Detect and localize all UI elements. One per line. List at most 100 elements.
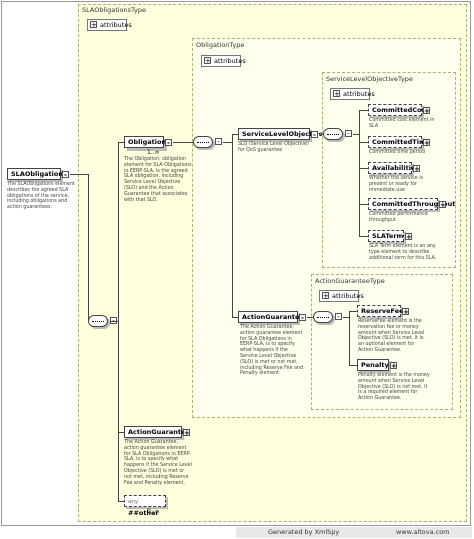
- connector-line: [118, 432, 124, 433]
- expand-plus-icon[interactable]: +: [439, 201, 446, 209]
- slo-name: ServiceLevelObjective: [242, 130, 324, 138]
- availabilities-element[interactable]: Availabilities +: [368, 162, 420, 174]
- sla-term-name: SLATerm: [372, 232, 404, 240]
- connector-line: [359, 204, 368, 205]
- connector-line: [232, 317, 238, 318]
- connector-line: [88, 174, 89, 322]
- connector-line: [349, 311, 350, 365]
- collapse-minus-icon[interactable]: -: [62, 171, 69, 179]
- reserve-fee-description: ReserveFee element is the reservation fe…: [358, 319, 425, 353]
- slo-description: SLO (Service Level Objective) for QoS gu…: [238, 142, 309, 153]
- sla-obligations-name: SLAObligations: [11, 170, 67, 178]
- connector-line: [353, 134, 359, 135]
- penalty-name: Penalty: [361, 361, 389, 369]
- sla-obligations-description: The SLAObligations element describes the…: [7, 182, 75, 211]
- availabilities-name: Availabilities: [372, 164, 420, 172]
- slo-type-attributes[interactable]: + attributes: [330, 88, 375, 100]
- action-guarantee-inner-description: The Action Guarantee, action guarantee e…: [240, 325, 304, 377]
- action-guarantee-inner-element[interactable]: ActionGuarantee -: [238, 311, 306, 323]
- committed-cost-description: Committed cost element in SLA: [369, 118, 435, 129]
- obligation-type-attributes[interactable]: + attributes: [201, 55, 246, 67]
- attributes-label: attributes: [100, 21, 132, 29]
- expand-plus-icon[interactable]: +: [322, 292, 329, 300]
- connector-line: [232, 134, 238, 135]
- expand-plus-icon[interactable]: +: [423, 107, 430, 115]
- sequence-compositor[interactable]: [88, 315, 108, 327]
- collapse-minus-icon[interactable]: -: [215, 138, 222, 146]
- connector-line: [343, 317, 349, 318]
- site-link[interactable]: www.altova.com: [396, 528, 450, 536]
- connector-line: [118, 501, 124, 502]
- committed-time-element[interactable]: CommittedTime +: [368, 136, 430, 148]
- connector-line: [70, 174, 88, 175]
- sequence-compositor[interactable]: [323, 128, 343, 140]
- connector-line: [118, 142, 119, 502]
- service-level-objective-element[interactable]: ServiceLevelObjective -: [238, 128, 323, 140]
- action-guarantee-outer-element[interactable]: ActionGuarantee +: [124, 426, 190, 438]
- sla-obligations-type-label: SLAObligationsType: [82, 6, 146, 14]
- connector-line: [223, 142, 232, 143]
- attributes-label: attributes: [332, 292, 364, 300]
- collapse-minus-icon[interactable]: -: [311, 131, 318, 139]
- penalty-description: Penalty element is the money amount when…: [358, 373, 430, 402]
- action-guarantee-outer-description: The Action Guarantee, action guarantee e…: [124, 440, 192, 486]
- expand-plus-icon[interactable]: +: [402, 308, 409, 316]
- committed-time-name: CommittedTime: [372, 138, 431, 146]
- action-guarantee-outer-name: ActionGuarantee: [128, 428, 190, 436]
- sla-term-element[interactable]: SLATerm +: [368, 230, 412, 242]
- obligation-type-label: ObligationType: [196, 41, 245, 49]
- generated-by-label: Generated by XmlSpy: [268, 528, 340, 536]
- action-guarantee-inner-name: ActionGuarantee: [242, 313, 304, 321]
- availabilities-description: Whether the service is present or ready …: [369, 176, 424, 193]
- sequence-compositor[interactable]: [193, 136, 213, 148]
- collapse-minus-icon[interactable]: -: [299, 314, 306, 322]
- obligation-multiplicity: 1..∞: [147, 149, 160, 156]
- collapse-minus-icon[interactable]: -: [335, 313, 342, 321]
- connector-line: [232, 134, 233, 318]
- footer-bar: [236, 527, 472, 538]
- sequence-compositor[interactable]: [313, 311, 333, 323]
- action-guarantee-type-attributes[interactable]: + attributes: [319, 290, 364, 302]
- connector-line: [359, 110, 360, 236]
- committed-cost-element[interactable]: CommittedCost +: [368, 104, 430, 116]
- attributes-label: attributes: [214, 57, 246, 65]
- connector-line: [307, 317, 313, 318]
- any-other-element[interactable]: any ##other: [124, 495, 166, 517]
- expand-plus-icon[interactable]: +: [423, 139, 430, 147]
- connector-line: [359, 168, 368, 169]
- expand-plus-icon[interactable]: +: [183, 429, 190, 437]
- obligation-name: Obligation: [128, 138, 167, 146]
- expand-plus-icon[interactable]: +: [90, 21, 97, 29]
- connector-line: [359, 236, 368, 237]
- committed-cost-name: CommittedCost: [372, 106, 429, 114]
- expand-plus-icon[interactable]: +: [333, 90, 340, 98]
- connector-line: [359, 110, 368, 111]
- expand-plus-icon[interactable]: +: [204, 57, 211, 65]
- connector-line: [319, 134, 323, 135]
- obligation-description: The Obligation, obligation element for S…: [124, 157, 192, 203]
- reserve-fee-name: ReserveFee: [361, 307, 404, 315]
- connector-line: [359, 142, 368, 143]
- any-prefix: any: [128, 499, 139, 505]
- collapse-minus-icon[interactable]: -: [345, 130, 352, 138]
- obligation-element[interactable]: Obligation -: [124, 136, 172, 148]
- reserve-fee-element[interactable]: ReserveFee +: [357, 305, 409, 317]
- penalty-element[interactable]: Penalty +: [357, 359, 397, 371]
- sla-term-description: SLA Term element is an any type element …: [369, 244, 437, 261]
- connector-line: [173, 142, 193, 143]
- connector-line: [118, 142, 124, 143]
- connector-line: [110, 321, 119, 322]
- connector-line: [349, 365, 357, 366]
- expand-plus-icon[interactable]: +: [390, 362, 397, 370]
- collapse-minus-icon[interactable]: -: [165, 139, 172, 147]
- sla-obligations-type-attributes[interactable]: + attributes: [87, 19, 132, 31]
- expand-plus-icon[interactable]: +: [413, 165, 420, 173]
- committed-throughput-element[interactable]: CommittedThroughput +: [368, 198, 455, 210]
- action-guarantee-type-label: ActionGuaranteeType: [315, 277, 385, 285]
- expand-plus-icon[interactable]: +: [405, 233, 412, 241]
- committed-time-description: Committed time period: [369, 150, 425, 155]
- slo-type-label: ServiceLevelObjectiveType: [326, 75, 413, 83]
- sla-obligations-element[interactable]: SLAObligations -: [7, 168, 69, 180]
- any-name: ##other: [128, 509, 159, 517]
- committed-throughput-description: Committed performance throughput: [369, 212, 428, 223]
